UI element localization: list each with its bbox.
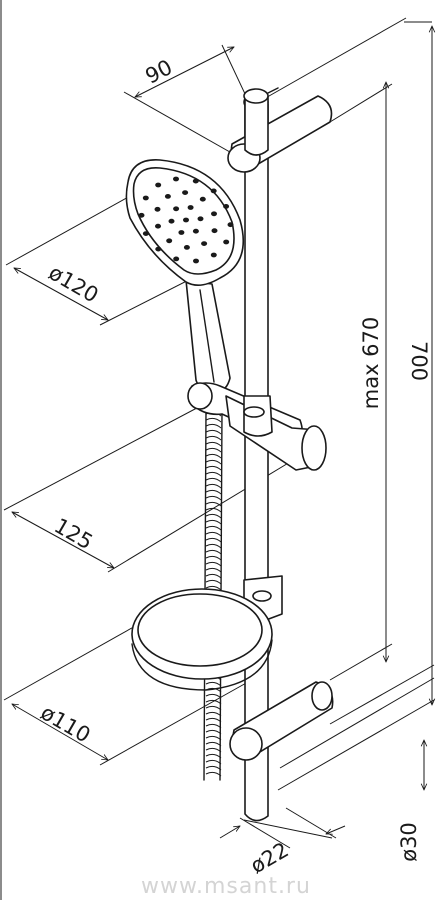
spray-nozzles	[138, 176, 234, 264]
nozzle	[193, 258, 199, 264]
dim-total-height: 700	[407, 341, 431, 381]
dim-dish-diameter: ø110	[37, 700, 95, 747]
nozzle	[182, 190, 189, 196]
nozzle	[138, 212, 145, 218]
nozzle	[199, 196, 206, 202]
nozzle	[168, 218, 175, 224]
nozzle	[192, 178, 199, 184]
nozzle	[173, 256, 180, 262]
nozzle	[223, 239, 230, 245]
nozzle	[164, 194, 171, 199]
nozzle	[178, 230, 185, 235]
dim-bar-diameter: ø22	[246, 838, 292, 879]
soap-dish	[131, 575, 283, 691]
dim-holder-offset: 125	[50, 514, 97, 555]
nozzle	[173, 206, 180, 212]
dim-top-width: 90	[141, 55, 176, 89]
nozzle	[155, 246, 162, 252]
watermark: www.msant.ru	[141, 874, 311, 899]
nozzle	[211, 228, 218, 234]
dimension-lines	[3, 17, 434, 849]
dim-mount-diameter: ø30	[397, 822, 421, 862]
bottom-wall-mount	[229, 681, 334, 761]
nozzle	[210, 252, 217, 258]
top-wall-mount	[227, 88, 333, 173]
nozzle	[227, 222, 234, 228]
nozzle	[211, 211, 217, 217]
nozzle	[210, 188, 217, 194]
nozzle	[201, 241, 208, 247]
nozzle	[166, 238, 173, 244]
nozzle	[187, 205, 194, 210]
nozzle	[192, 228, 199, 234]
hand-shower	[125, 159, 244, 394]
nozzle	[197, 216, 204, 222]
shower-holder-slider	[187, 382, 327, 471]
nozzle	[223, 204, 230, 209]
nozzle	[142, 195, 149, 201]
dim-max-height: max 670	[359, 317, 383, 410]
nozzle	[142, 231, 149, 237]
nozzle	[155, 223, 161, 229]
nozzle	[183, 217, 189, 223]
nozzle	[154, 206, 161, 212]
nozzle	[183, 245, 190, 250]
nozzle	[173, 176, 179, 182]
nozzle	[155, 182, 162, 188]
